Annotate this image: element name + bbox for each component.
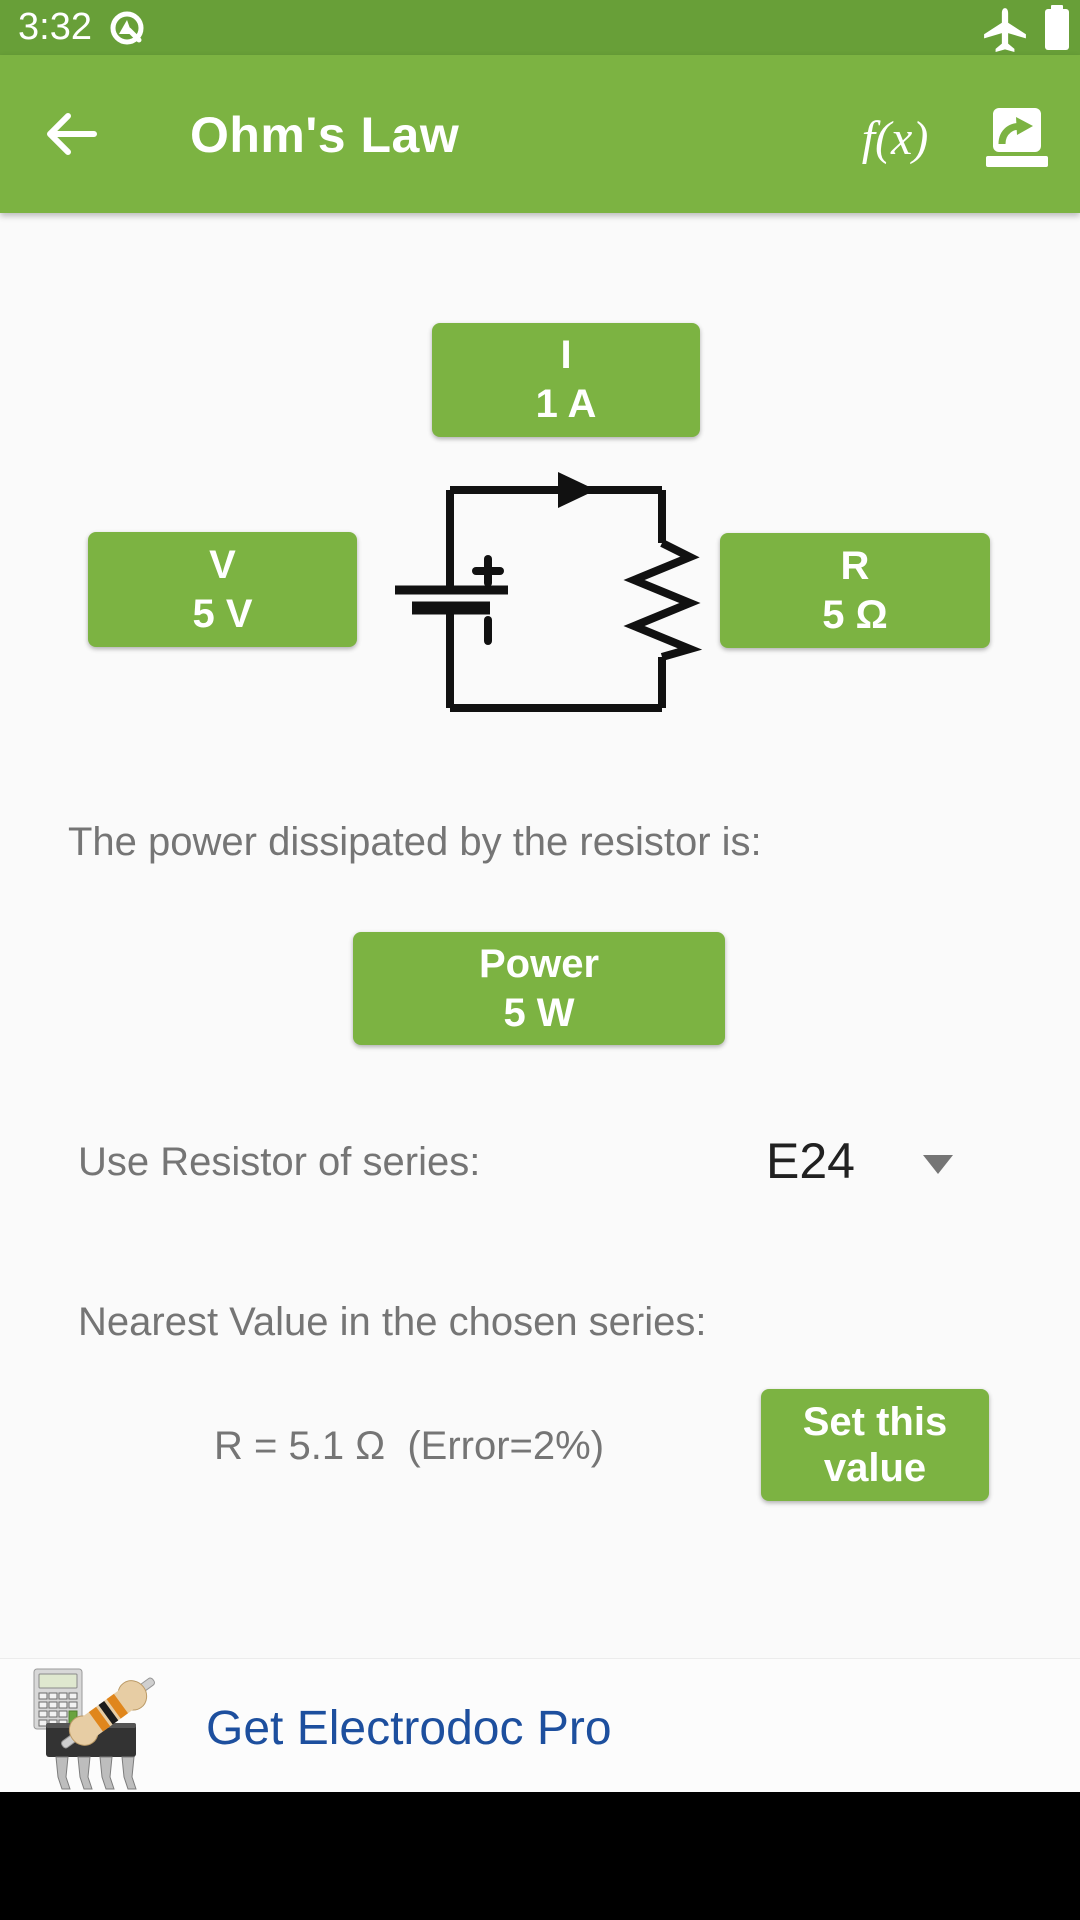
- voltage-label: V: [209, 542, 236, 587]
- chevron-down-icon[interactable]: [923, 1155, 953, 1174]
- power-button[interactable]: Power 5 W: [353, 932, 725, 1045]
- status-time: 3:32: [18, 6, 92, 48]
- airplane-mode-icon: [984, 8, 1026, 52]
- get-pro-link[interactable]: Get Electrodoc Pro: [206, 1702, 612, 1755]
- battery-icon: [1045, 5, 1069, 50]
- voltage-value: 5 V: [192, 591, 253, 636]
- resistor-part: [61, 1677, 155, 1749]
- set-this-value-button[interactable]: Set this value: [761, 1389, 989, 1501]
- resistance-value: 5 Ω: [822, 592, 888, 637]
- screen-share-icon[interactable]: [986, 106, 1048, 172]
- power-value: 5 W: [503, 990, 575, 1035]
- status-bar: 3:32: [0, 0, 1080, 55]
- voltage-button[interactable]: V 5 V: [88, 532, 357, 647]
- resistance-label: R: [840, 543, 870, 588]
- formula-fx-icon[interactable]: f(x): [861, 112, 929, 165]
- nearest-value-caption: Nearest Value in the chosen series:: [78, 1300, 707, 1344]
- current-button[interactable]: I 1 A: [432, 323, 700, 437]
- page-title: Ohm's Law: [190, 107, 460, 163]
- app-bar: Ohm's Law f(x): [0, 55, 1080, 213]
- circuit-diagram: [395, 472, 703, 712]
- electrodoc-app-icon: [33, 1668, 155, 1790]
- nearest-value-text: R = 5.1 Ω (Error=2%): [214, 1424, 605, 1468]
- power-label: Power: [478, 941, 600, 986]
- power-caption: The power dissipated by the resistor is:: [68, 820, 762, 864]
- series-label: Use Resistor of series:: [78, 1140, 481, 1184]
- android-q-status-icon: [110, 11, 144, 45]
- series-dropdown-value[interactable]: E24: [766, 1133, 855, 1189]
- resistance-button[interactable]: R 5 Ω: [720, 533, 990, 648]
- battery-polarity-marks: [472, 555, 504, 645]
- current-value: 1 A: [535, 382, 597, 426]
- current-label: I: [560, 333, 572, 378]
- navigation-bar: [0, 1792, 1080, 1920]
- back-arrow-icon[interactable]: [42, 111, 106, 157]
- current-direction-arrow: [558, 472, 596, 508]
- ad-banner[interactable]: Get Electrodoc Pro: [0, 1658, 1080, 1793]
